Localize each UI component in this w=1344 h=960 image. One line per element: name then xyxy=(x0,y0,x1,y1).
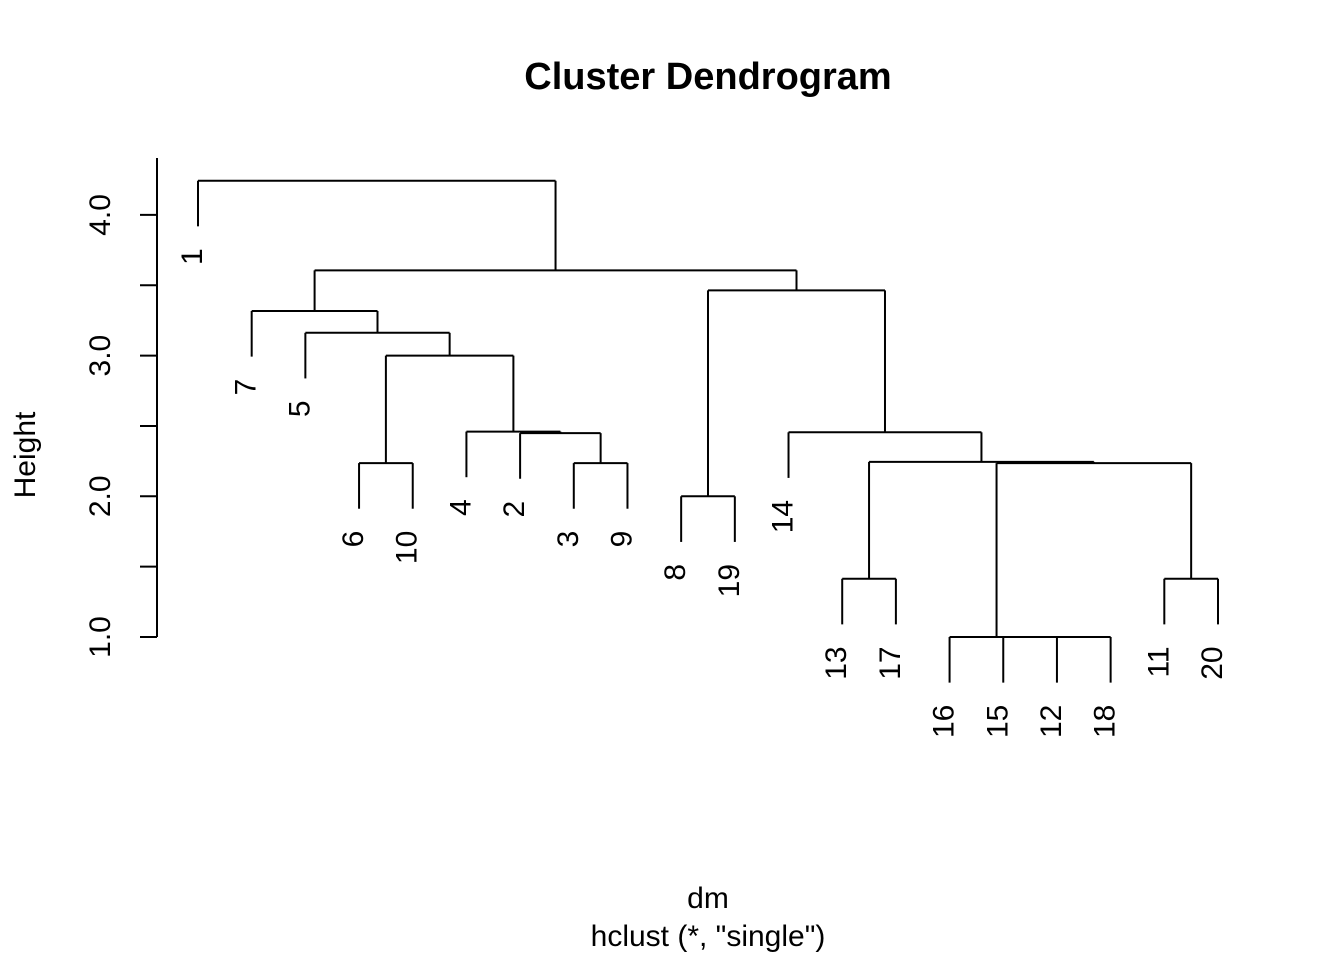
y-axis-tick-label: 2.0 xyxy=(84,475,117,517)
leaf-label-12: 12 xyxy=(1035,705,1068,738)
y-axis-tick-label: 3.0 xyxy=(84,335,117,377)
leaf-label-15: 15 xyxy=(981,705,1014,738)
leaf-label-3: 3 xyxy=(552,531,585,548)
x-axis-label-line1: dm xyxy=(687,882,729,915)
leaf-label-7: 7 xyxy=(230,379,263,396)
leaf-label-4: 4 xyxy=(444,499,477,516)
leaf-label-2: 2 xyxy=(498,501,531,518)
leaf-label-10: 10 xyxy=(391,531,424,564)
y-axis-tick-label: 1.0 xyxy=(84,616,117,658)
leaf-label-17: 17 xyxy=(874,646,907,679)
leaf-label-19: 19 xyxy=(713,564,746,597)
leaf-label-6: 6 xyxy=(337,531,370,548)
leaf-label-11: 11 xyxy=(1142,646,1175,677)
leaf-label-16: 16 xyxy=(928,705,961,738)
leaf-label-8: 8 xyxy=(659,564,692,581)
leaf-label-20: 20 xyxy=(1196,646,1229,679)
y-axis-tick-label: 4.0 xyxy=(84,194,117,236)
leaf-label-14: 14 xyxy=(767,500,800,533)
leaf-label-9: 9 xyxy=(605,531,638,548)
leaf-label-13: 13 xyxy=(820,646,853,679)
plot-title: Cluster Dendrogram xyxy=(524,56,892,98)
x-axis-label-line2: hclust (*, "single") xyxy=(590,920,826,953)
leaf-label-5: 5 xyxy=(283,400,316,417)
leaf-label-18: 18 xyxy=(1089,705,1122,738)
leaf-label-1: 1 xyxy=(176,248,209,265)
